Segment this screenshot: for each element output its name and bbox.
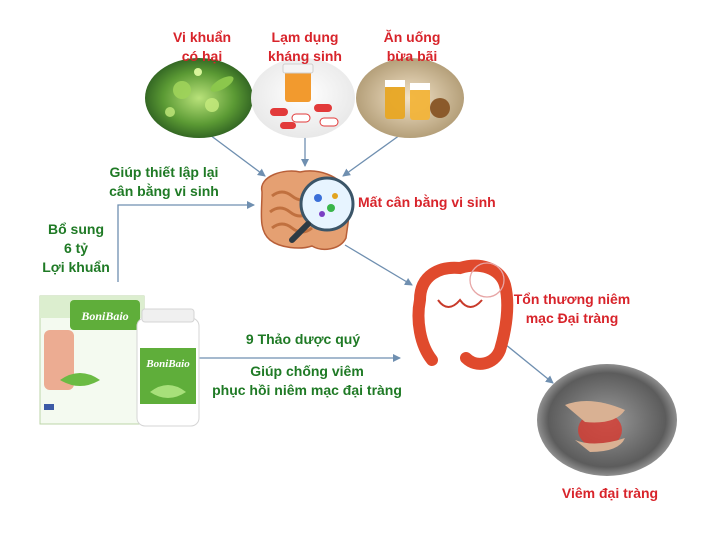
arrow-eating-to-gut bbox=[342, 134, 401, 177]
intestine-imbalance-image bbox=[260, 170, 355, 251]
product-image bbox=[39, 295, 200, 427]
eating-image bbox=[356, 58, 464, 138]
label-imbalance: Mất cân bằng vi sinh bbox=[358, 194, 496, 210]
label-herbs: 9 Thảo dược quý bbox=[245, 331, 361, 347]
label-anti-inflammation: Giúp chống viêm phục hồi niêm mạc đại tr… bbox=[212, 363, 402, 398]
arrow-product-to-gut bbox=[117, 201, 255, 282]
bacteria-image bbox=[145, 58, 253, 138]
product-brand-box: BoniBaio bbox=[81, 309, 129, 323]
label-colitis: Viêm đại tràng bbox=[561, 485, 659, 501]
label-mucosa-damage: Tổn thương niêm mạc Đại tràng bbox=[513, 291, 631, 326]
arrow-bacteria-to-gut bbox=[209, 134, 266, 177]
colon-damage-image bbox=[412, 259, 514, 370]
arrow-damage-to-colitis bbox=[499, 339, 554, 384]
label-antibiotic-abuse: Lạm dụng kháng sinh bbox=[268, 29, 342, 64]
product-brand-bottle: BoniBaio bbox=[146, 358, 190, 370]
colitis-image bbox=[537, 364, 677, 476]
arrow-imbalance-to-damage bbox=[344, 244, 413, 286]
label-harmful-bacteria: Vi khuẩn có hại bbox=[172, 29, 232, 64]
antibiotics-image bbox=[251, 58, 355, 138]
label-supplement: Bổ sung 6 tỷ Lợi khuẩn bbox=[42, 221, 110, 275]
label-careless-eating: Ăn uống bừa bãi bbox=[383, 29, 441, 64]
label-restore-balance: Giúp thiết lập lại cân bằng vi sinh bbox=[109, 164, 219, 199]
